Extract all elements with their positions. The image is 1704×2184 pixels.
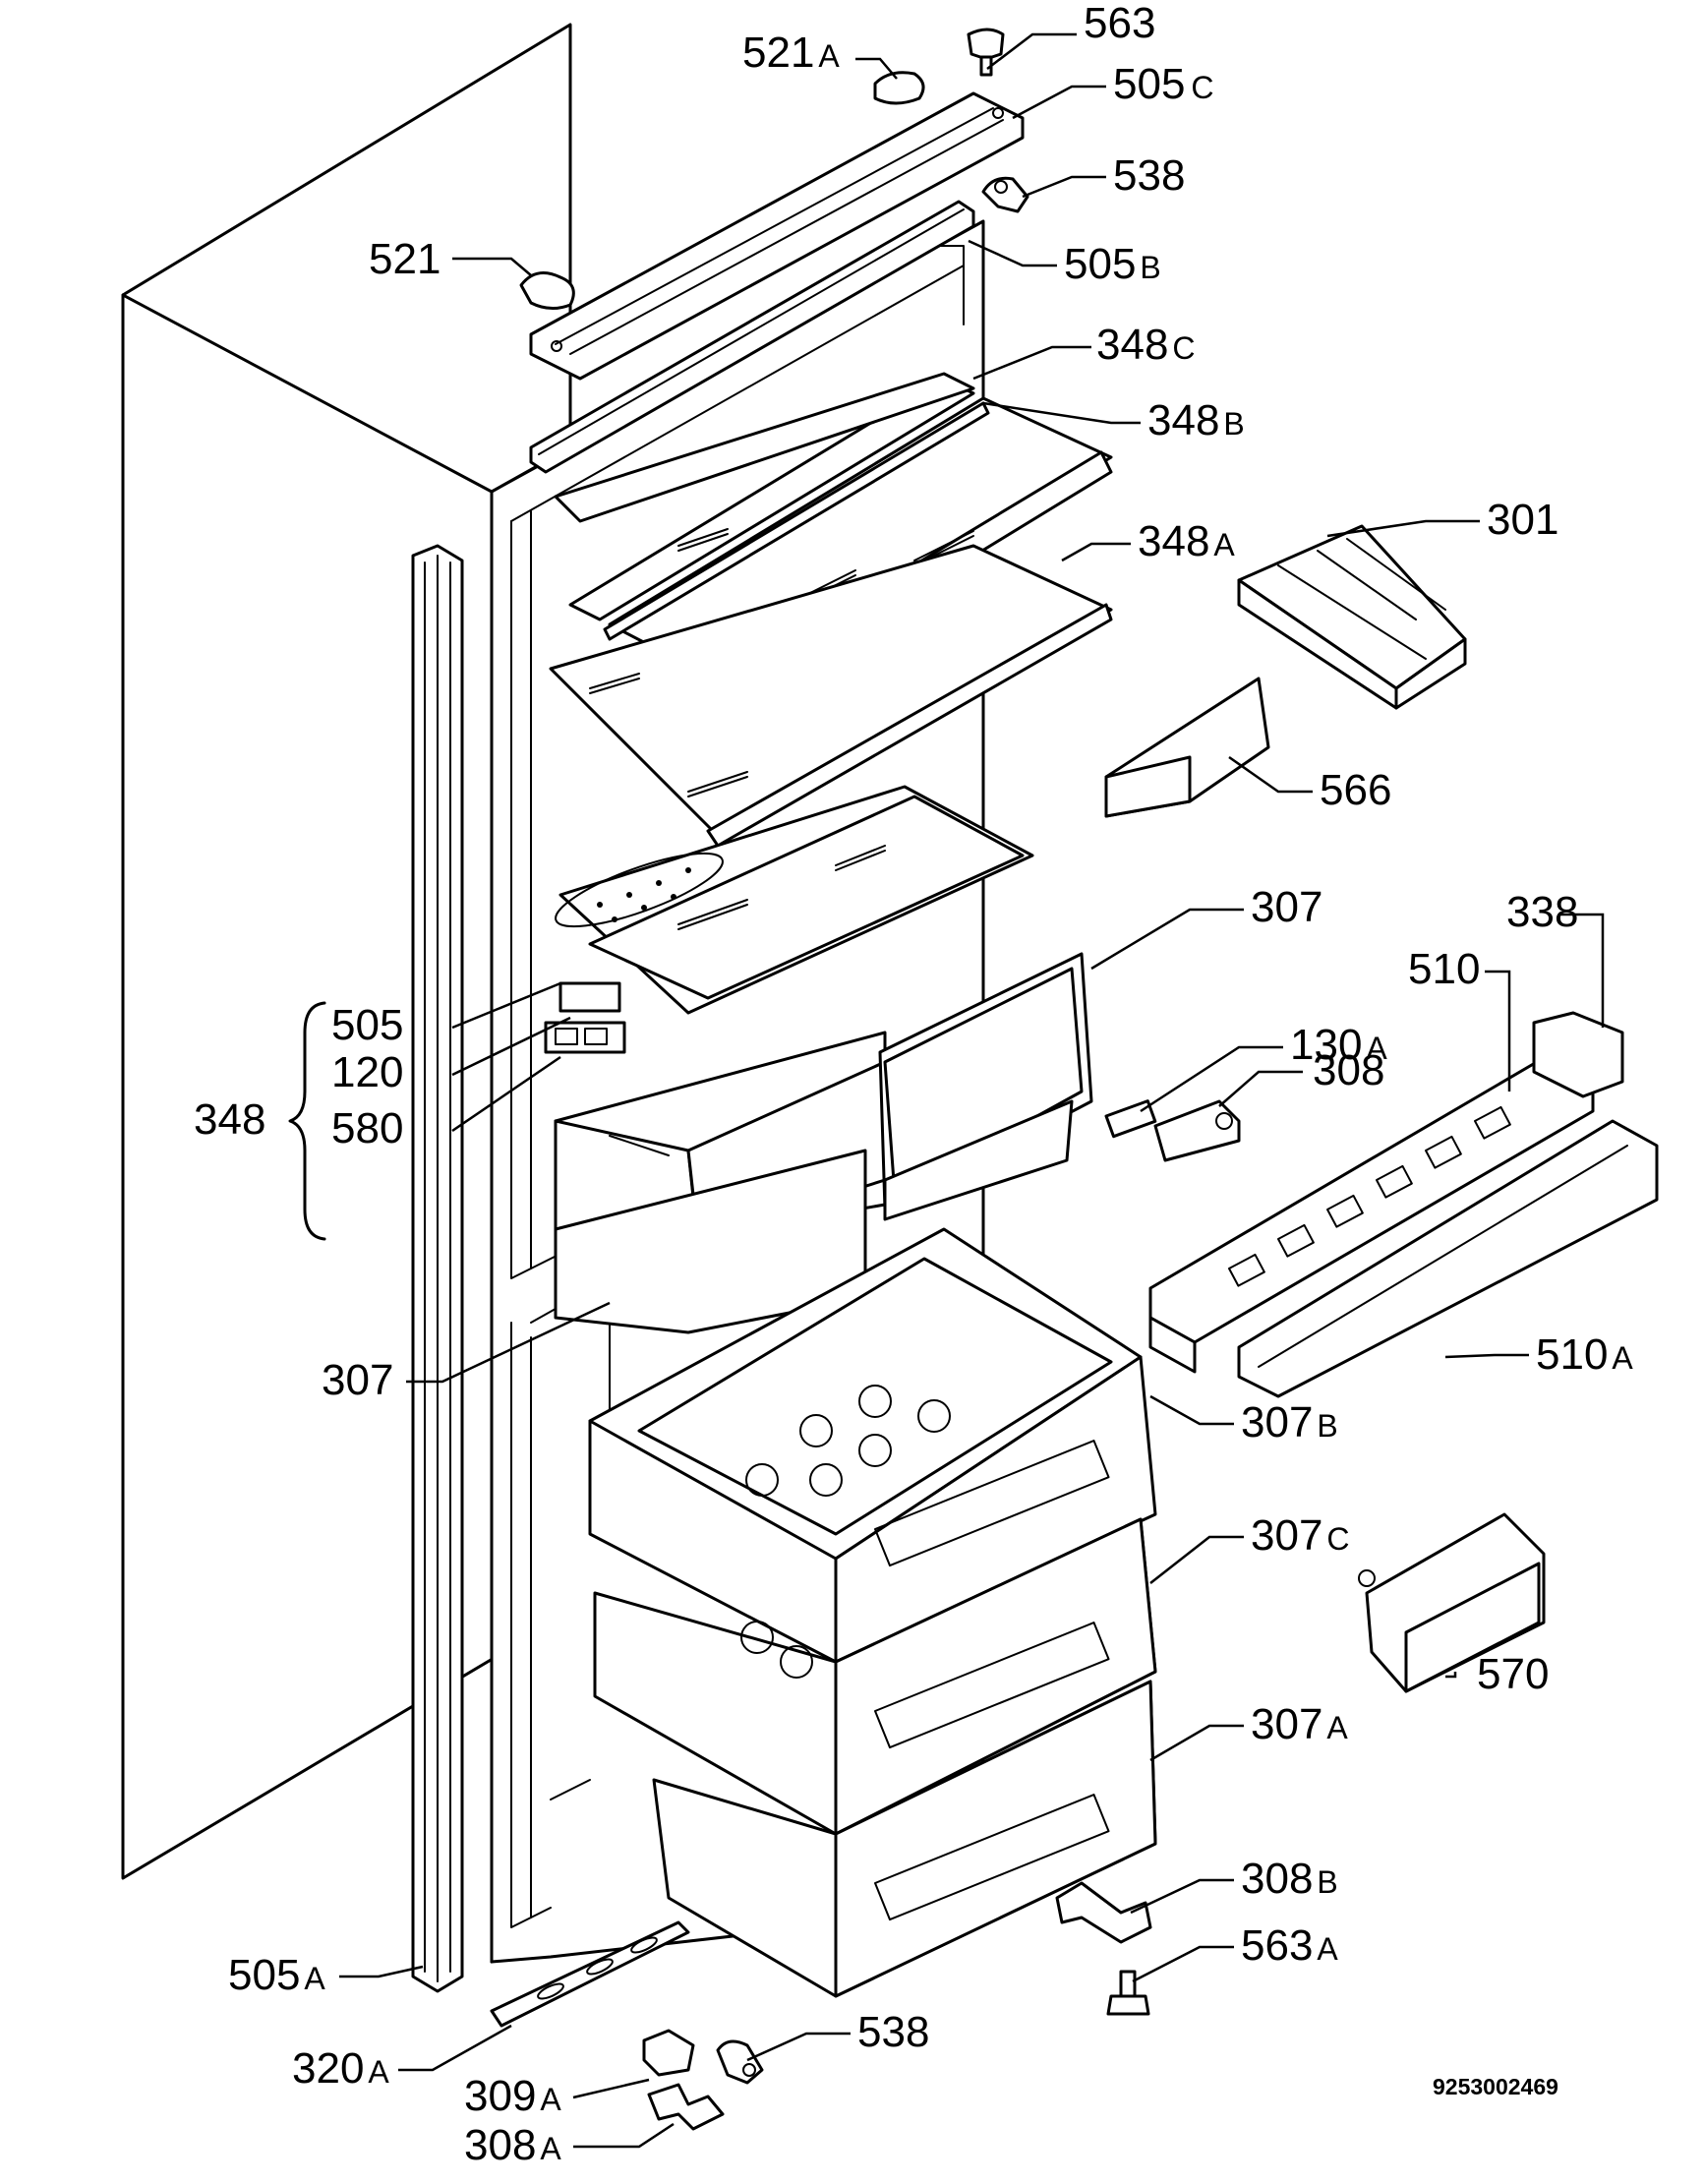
callout-566: 566 [1320,766,1391,814]
ice-cube-tray-301 [1237,524,1467,710]
crisper-cover-505 [555,785,1034,1015]
cap-521 [519,271,575,310]
leader-lines [339,32,1605,2149]
fixing-cap-521a [873,71,925,105]
glass-shelf-348c [554,372,975,621]
hinge-part-538-bottom [716,2039,764,2085]
control-panel-120-580 [544,981,626,1054]
callout-538-bottom: 538 [857,2008,929,2056]
freezer-drawer-307a [652,1680,1157,1998]
callout-563: 563 [1084,0,1155,47]
screw-563 [967,28,1005,77]
callout-521: 521 [369,235,441,283]
kickplate-320a [490,1920,690,2028]
callout-510: 510 [1408,945,1480,993]
trim-strip-505b [529,200,975,474]
callout-348: 348 [194,1095,265,1144]
callout-308: 308 [1313,1046,1384,1094]
callout-307-top: 307 [1251,883,1322,931]
hinge-308b [1055,1881,1152,1944]
callout-570: 570 [1477,1650,1549,1698]
freezer-drawer-307b [588,1227,1157,1664]
freezer-drawer-307c [593,1517,1157,1836]
top-trim-505c [529,91,1025,381]
crisper-bin-307-right [878,952,1093,1221]
door-rack-510 [1148,1011,1624,1374]
drawing-number: 9253002469 [1433,2074,1558,2099]
door-seal-505a [411,544,464,1993]
callout-301: 301 [1487,496,1558,544]
callout-538-top: 538 [1113,151,1185,200]
callout-580: 580 [331,1104,403,1152]
hinge-part-538-top [981,176,1029,213]
glass-shelf-348a [549,544,1113,848]
callout-307-left: 307 [322,1356,393,1404]
hinge-308 [1153,1099,1241,1162]
door-rack-510a [1237,1119,1659,1398]
callout-505: 505 [331,1001,403,1049]
screw-563a [1106,1970,1150,2016]
callout-338: 338 [1506,888,1578,936]
callout-120: 120 [331,1048,403,1096]
cover-309a [642,2029,695,2077]
hinge-308a [647,2083,725,2131]
bracket-348 [288,1001,326,1241]
crisper-bin-307-left [554,1031,887,1334]
ice-scoop-566 [1104,677,1270,818]
bottle-holder-570 [1358,1512,1546,1693]
